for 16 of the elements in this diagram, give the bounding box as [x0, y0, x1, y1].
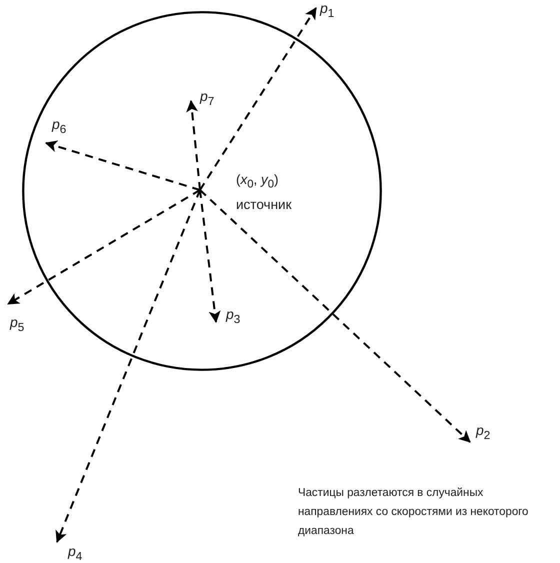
source-label: (x$_{0}$, y$_{0}$) источник — [196, 168, 310, 214]
dashed-arrow — [45, 140, 200, 191]
momentum-label: p$_{4}$ — [68, 543, 92, 562]
momentum-label: p$_{6}$ — [52, 116, 76, 136]
momentum-label: p$_{3}$ — [226, 306, 250, 326]
note-text: Частицы разлетаются в случайных направлениях со скоростями из некоторого диапазона — [298, 486, 530, 539]
momentum-label: p$_{7}$ — [200, 88, 224, 108]
dashed-arrow — [199, 189, 471, 443]
dashed-arrow — [186, 100, 201, 190]
dashed-arrow — [199, 190, 221, 323]
dashed-arrow — [56, 190, 201, 543]
momentum-label: p$_{5}$ — [10, 314, 34, 334]
momentum-label: p$_{2}$ — [476, 422, 500, 442]
dashed-arrow — [7, 189, 201, 305]
dashed-arrow — [199, 7, 317, 191]
momentum-label: p$_{1}$ — [320, 0, 344, 20]
